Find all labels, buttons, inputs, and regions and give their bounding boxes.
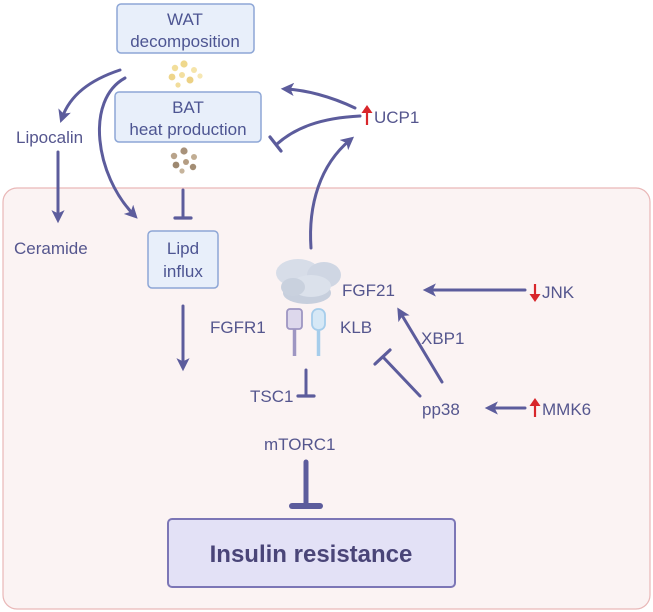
- bat-heat-production-box: BAT heat production: [114, 91, 262, 143]
- lipocalin-label: Lipocalin: [16, 128, 83, 147]
- mtorc1-label: mTORC1: [264, 435, 335, 454]
- xbp1-label: XBP1: [421, 329, 464, 348]
- cell-region: [2, 187, 651, 610]
- insulin-resistance-box: Insulin resistance: [167, 518, 456, 588]
- arrow-fgf21-to-ucp1: [309, 136, 355, 250]
- fat-droplets-yellow-icon: [168, 60, 203, 88]
- wat-box-line2: decomposition: [130, 32, 240, 51]
- tsc1-label: TSC1: [250, 387, 293, 406]
- bat-box-line1: BAT: [172, 98, 204, 117]
- lipid-influx-box: Lipd influx: [147, 230, 219, 289]
- inhibition-bar-klb: [373, 348, 392, 366]
- fgf21-ligand-icon: [276, 259, 341, 304]
- fgfr1-label: FGFR1: [210, 318, 266, 337]
- ucp1-up-arrow-icon: [361, 105, 373, 125]
- fgf21-label: FGF21: [342, 281, 395, 300]
- arrow-wat-to-lipocalin: [58, 68, 122, 123]
- lipid-box-line1: Lipd: [167, 239, 199, 258]
- insulin-resistance-label: Insulin resistance: [210, 541, 413, 568]
- wat-decomposition-box: WAT decomposition: [116, 3, 255, 54]
- inhibition-pp38-to-klb: [381, 355, 422, 398]
- arrow-ucp1-to-wat: [280, 82, 357, 110]
- arrow-pp38-to-fgf21: [397, 307, 444, 384]
- ucp1-label: UCP1: [374, 108, 419, 127]
- mmk6-up-arrow-icon: [529, 398, 541, 417]
- klb-receptor-icon: [311, 308, 326, 356]
- arrow-wat-to-lipid-influx: [97, 76, 138, 219]
- fgfr1-receptor-icon: [286, 308, 303, 356]
- ceramide-label: Ceramide: [14, 239, 88, 258]
- jnk-down-arrow-icon: [529, 284, 541, 302]
- pp38-label: pp38: [422, 400, 460, 419]
- inhibition-bar-bat: [268, 135, 283, 153]
- lipid-box-line2: influx: [163, 262, 203, 281]
- wat-box-line1: WAT: [167, 10, 203, 29]
- jnk-label: JNK: [542, 283, 575, 302]
- inhibition-ucp1-to-bat: [275, 114, 362, 146]
- klb-label: KLB: [340, 318, 372, 337]
- fat-droplets-brown-icon: [170, 147, 197, 174]
- bat-box-line2: heat production: [129, 120, 246, 139]
- mmk6-label: MMK6: [542, 400, 591, 419]
